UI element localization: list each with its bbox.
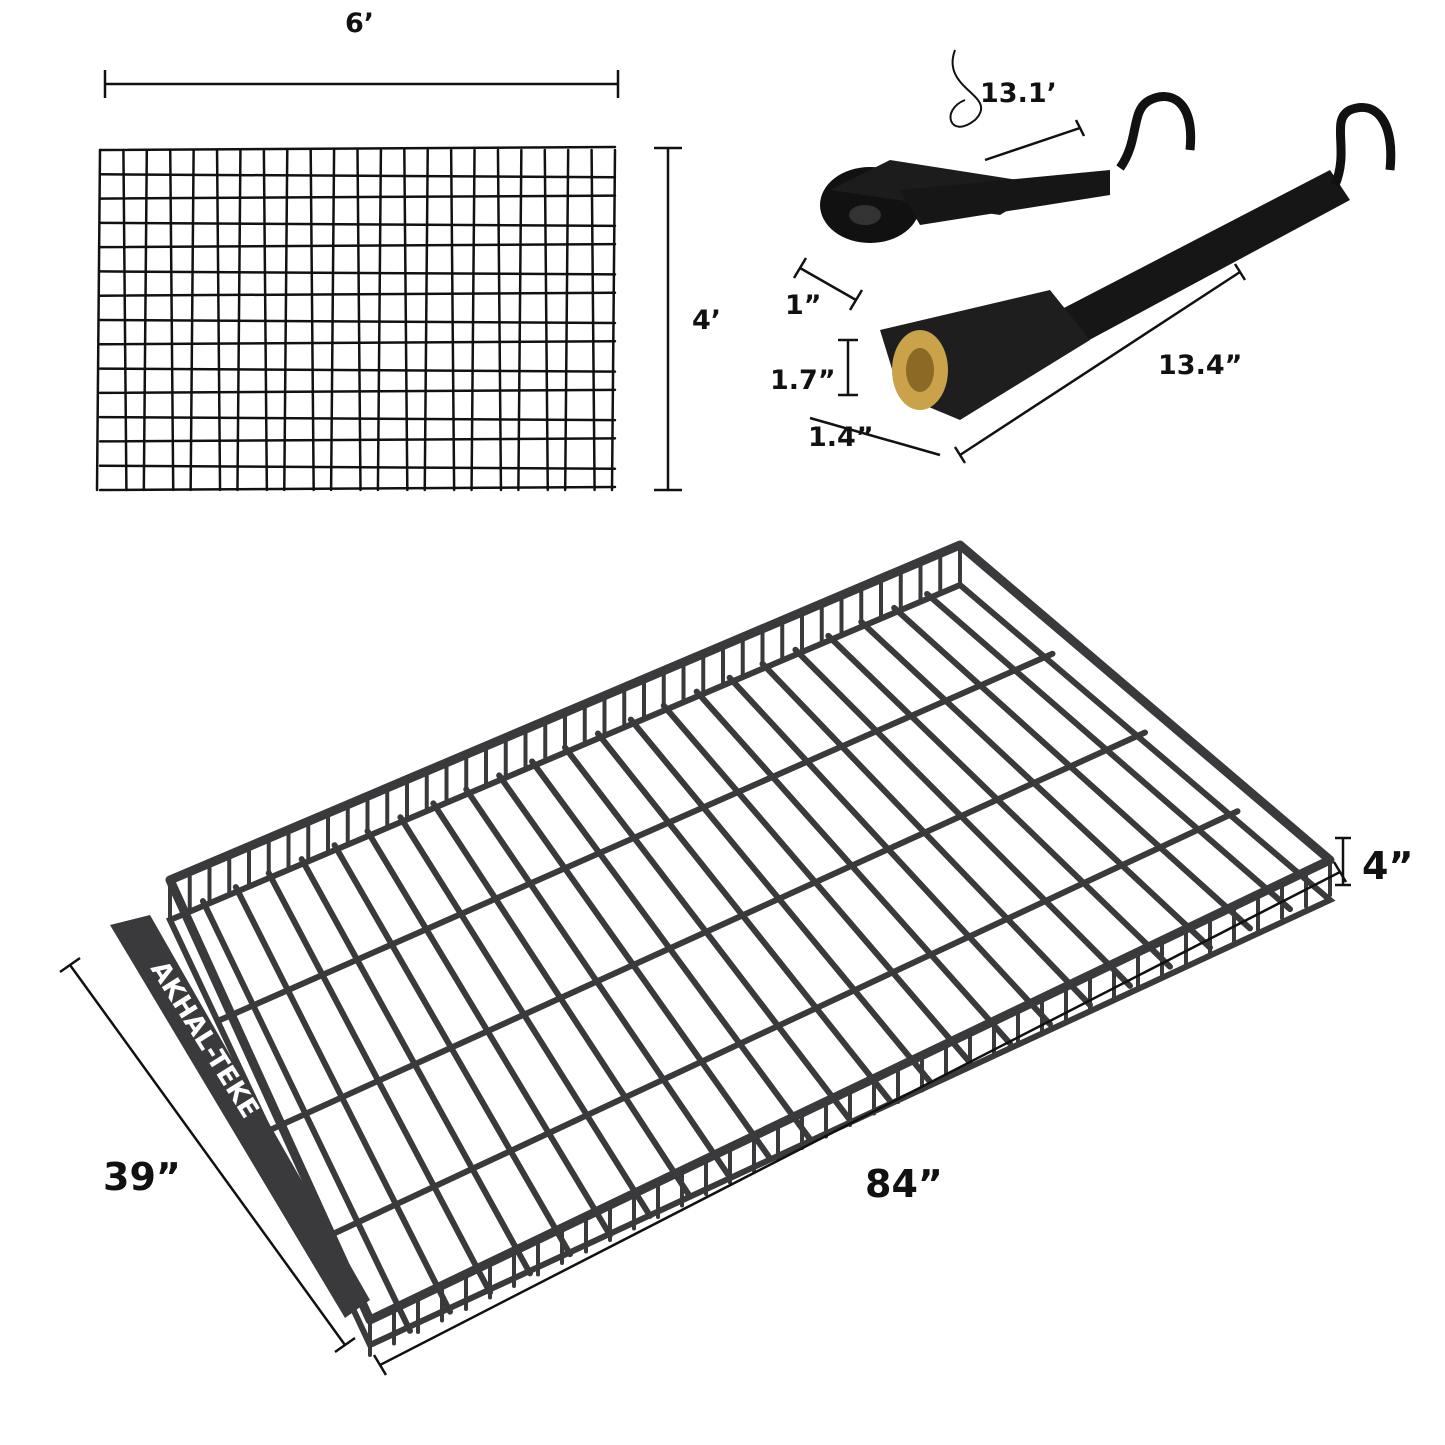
net-cord: [98, 242, 617, 249]
basket-length-label: 84”: [865, 1162, 943, 1206]
net-height-label: 4’: [692, 305, 722, 336]
net-cord: [98, 291, 617, 297]
net-cord: [98, 270, 617, 276]
net-width-label: 6’: [345, 8, 375, 39]
net-cord: [376, 148, 383, 492]
net-cord: [590, 148, 596, 492]
net-cord: [470, 148, 476, 492]
basket-longitudinal-bar: [267, 729, 1148, 1133]
net-cord: [98, 194, 617, 200]
strap-width-label: 1”: [785, 290, 822, 321]
net-cord: [543, 148, 550, 492]
net-cord: [98, 464, 617, 470]
net-cord: [98, 367, 617, 373]
net-cord: [423, 148, 429, 492]
net-cord: [403, 148, 409, 492]
net-cord: [98, 485, 617, 492]
net-cord: [98, 340, 617, 346]
roof-basket-illustration: [165, 540, 1336, 1357]
net-cord: [98, 145, 617, 152]
net-cord: [98, 437, 617, 443]
basket-height-label: 4”: [1362, 844, 1414, 888]
net-cord: [98, 221, 617, 228]
strap-length-label: 13.1’: [980, 78, 1057, 109]
basket-longitudinal-bar: [317, 808, 1241, 1243]
net-cord: [98, 318, 617, 325]
ratchet-height-label: 1.7”: [770, 365, 836, 396]
basket-longitudinal-bar: [217, 650, 1056, 1023]
basket-width-label: 39”: [103, 1155, 181, 1199]
net-cord: [610, 148, 617, 492]
net-cord: [98, 415, 617, 422]
net-cord: [496, 148, 503, 492]
cargo-net-illustration: [95, 145, 617, 492]
ratchet-length-label: 13.4”: [1158, 350, 1243, 381]
net-cord: [356, 148, 362, 492]
net-cord: [95, 148, 102, 492]
net-cord: [517, 148, 523, 492]
fairing: [110, 915, 370, 1318]
ratchet-width-label: 1.4”: [808, 422, 874, 453]
dimension-lines: [59, 70, 1351, 1376]
net-cord: [329, 148, 336, 492]
net-cord: [563, 148, 570, 492]
net-cord: [449, 148, 456, 492]
ratchet-strap-illustration: [820, 49, 1396, 420]
net-cord: [98, 388, 617, 395]
net-cord: [98, 173, 617, 179]
